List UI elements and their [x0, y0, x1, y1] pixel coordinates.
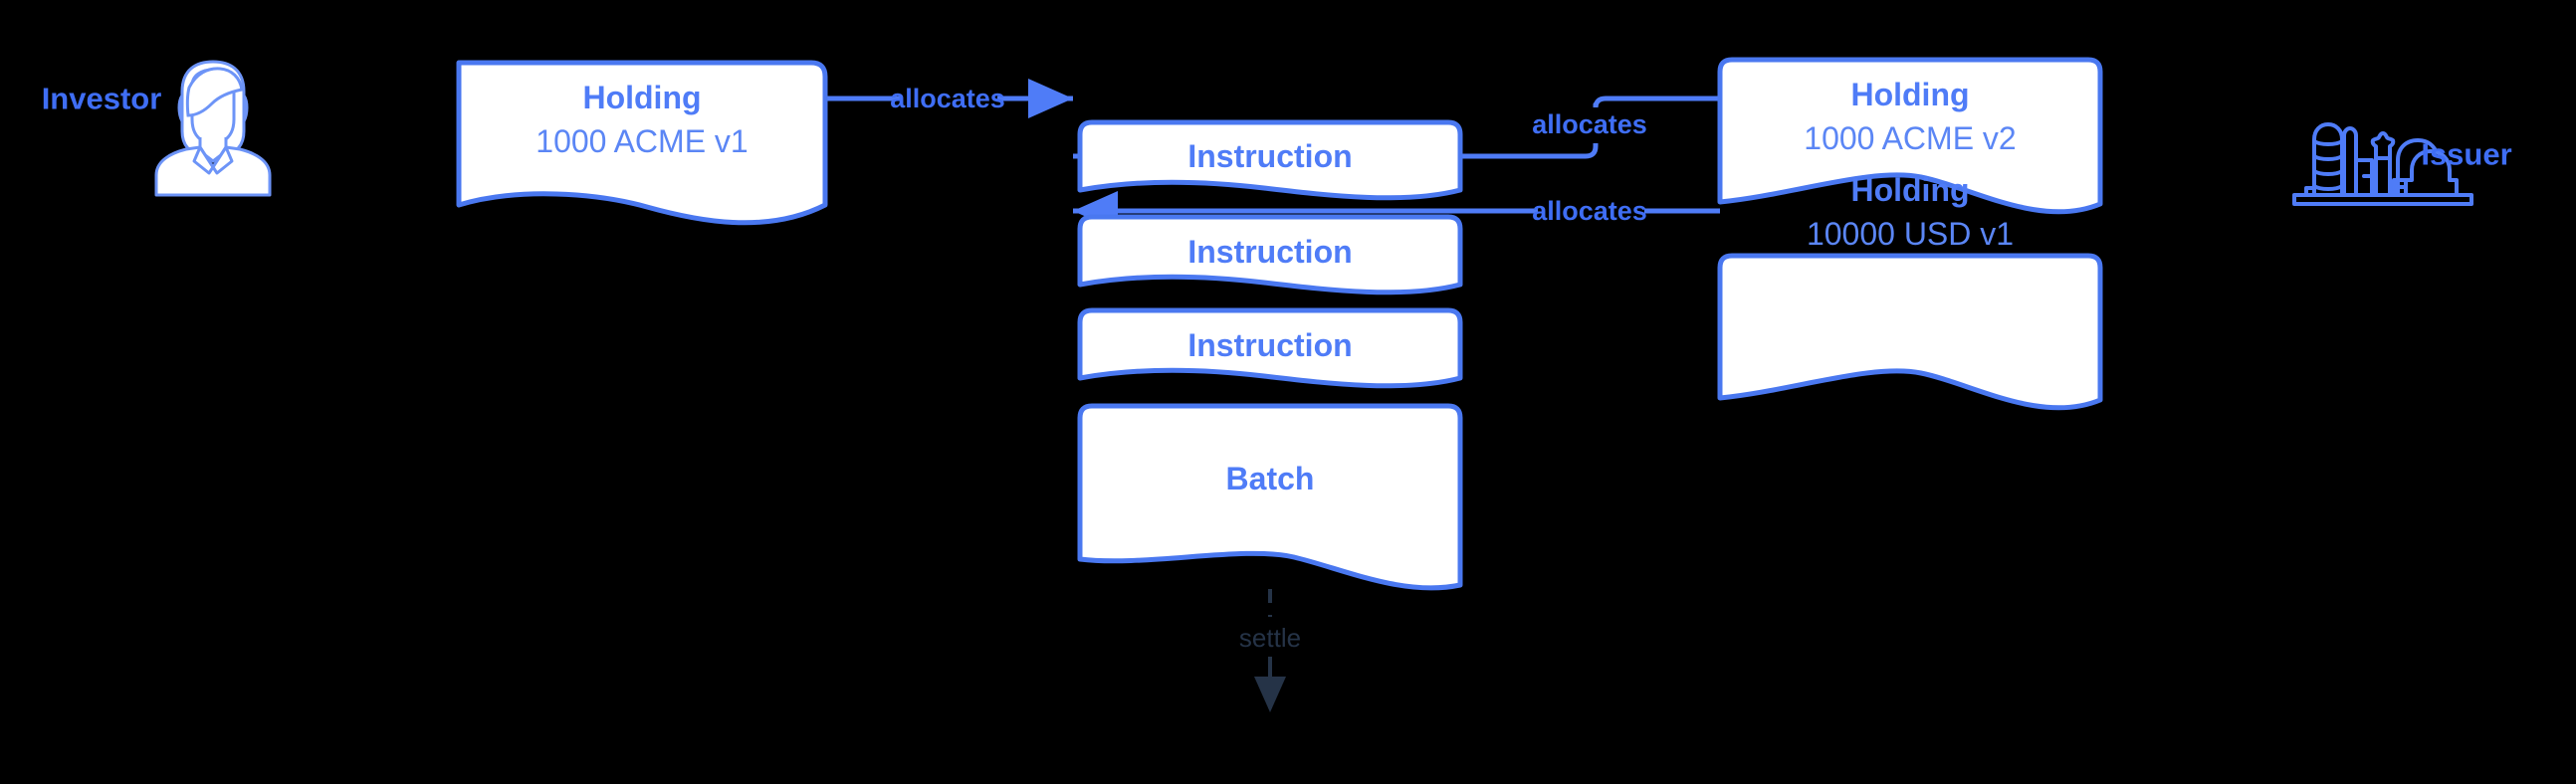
- doc-shape: [1077, 307, 1463, 389]
- actor-label-issuer: Issuer: [2421, 137, 2511, 172]
- factory-refinery-icon: [2292, 122, 2473, 206]
- edge-allocates-2[interactable]: allocates: [1073, 96, 1723, 176]
- document-instruction-3[interactable]: Instruction: [1077, 307, 1463, 389]
- doc-title-instruction-1: Instruction: [1187, 138, 1352, 174]
- edge-label-allocates-3: allocates: [1532, 196, 1647, 226]
- doc-shape: [1077, 214, 1463, 295]
- edge-settle[interactable]: settle: [1239, 589, 1301, 712]
- doc-title-batch: Batch: [1226, 461, 1315, 496]
- document-holding-usd-v1[interactable]: Holding 10000 USD v1: [1717, 172, 2103, 411]
- doc-shape: [1077, 403, 1463, 591]
- doc-shape: [1717, 253, 2103, 411]
- document-holding-acme-v1[interactable]: Holding 1000 ACME v1: [456, 60, 828, 226]
- edge-label-backdrop-2: [1539, 107, 1653, 143]
- doc-subtitle-holding-usd-v1: 10000 USD v1: [1807, 216, 2014, 252]
- doc-shape: [1717, 57, 2103, 215]
- doc-title-holding-acme-v2: Holding: [1850, 77, 1969, 112]
- doc-title-holding-acme-v1: Holding: [582, 80, 701, 115]
- document-batch[interactable]: Batch: [1077, 403, 1463, 591]
- document-instruction-2[interactable]: Instruction: [1077, 214, 1463, 295]
- actor-issuer[interactable]: Issuer: [2292, 122, 2512, 206]
- doc-title-holding-usd-v1: Holding: [1850, 172, 1969, 208]
- edge-arrow-allocates-2: [1073, 136, 1599, 176]
- doc-subtitle-holding-acme-v2: 1000 ACME v2: [1804, 120, 2016, 156]
- document-instruction-1[interactable]: Instruction: [1077, 119, 1463, 201]
- actor-label-investor: Investor: [42, 82, 162, 116]
- edge-allocates-3[interactable]: allocates: [1073, 191, 1720, 231]
- actor-investor[interactable]: Investor: [42, 60, 272, 197]
- document-holding-acme-v2[interactable]: Holding 1000 ACME v2: [1717, 57, 2103, 215]
- doc-subtitle-holding-acme-v1: 1000 ACME v1: [536, 123, 748, 159]
- edge-label-allocates-2: allocates: [1532, 109, 1647, 139]
- doc-shape: [1077, 119, 1463, 201]
- edge-label-allocates-1: allocates: [890, 84, 1005, 113]
- person-female-icon: [154, 60, 272, 197]
- edge-allocates-1[interactable]: allocates: [825, 79, 1073, 118]
- doc-shape: [456, 60, 828, 226]
- edge-label-settle: settle: [1239, 623, 1301, 653]
- doc-title-instruction-3: Instruction: [1187, 327, 1352, 363]
- edge-line-allocates-2-top: [1593, 96, 1723, 109]
- doc-title-instruction-2: Instruction: [1187, 234, 1352, 270]
